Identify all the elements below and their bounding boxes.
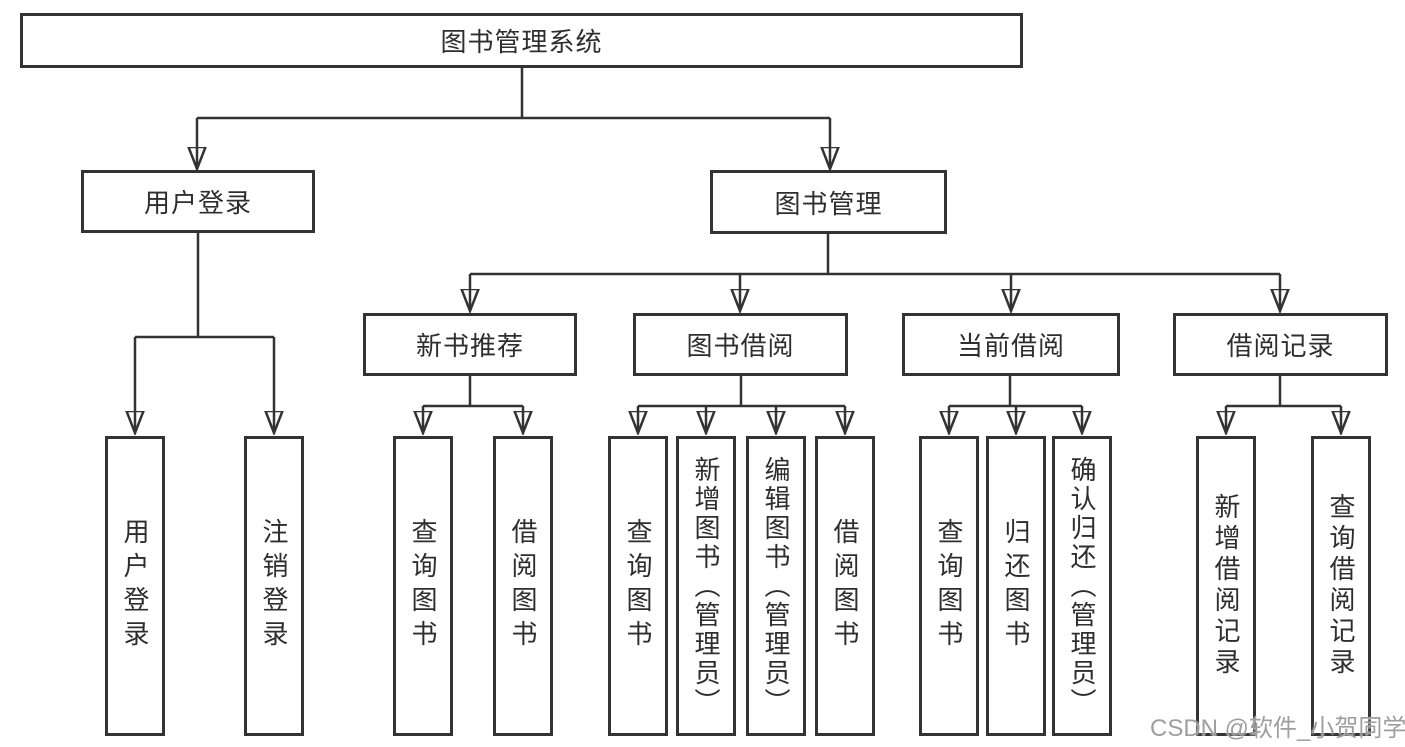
node-label: 用户登录 xyxy=(120,518,150,654)
node-label: 当前借阅 xyxy=(956,331,1065,361)
node-label: 图书管理 xyxy=(774,188,883,219)
edge-borrow-records-children xyxy=(1226,376,1341,432)
node-label: 归还图书 xyxy=(1001,518,1031,654)
watermark: CSDN @软件_小贺同学 xyxy=(1150,715,1405,742)
node-label: 确认归还（管理员） xyxy=(1067,455,1097,717)
node-label: 新增借阅记录 xyxy=(1211,493,1241,679)
node-query-books-recommend: 查询图书 xyxy=(393,436,453,736)
node-label: 新增图书（管理员） xyxy=(691,455,721,717)
node-label: 借阅记录 xyxy=(1226,331,1335,361)
node-label: 借阅图书 xyxy=(830,518,860,654)
node-label: 查询图书 xyxy=(408,518,438,654)
node-label: 新书推荐 xyxy=(415,331,524,361)
node-new-book-recommend: 新书推荐 xyxy=(363,313,577,376)
node-label: 注销登录 xyxy=(259,518,289,654)
node-library-system: 图书管理系统 xyxy=(20,13,1023,68)
node-borrow-books-action: 借阅图书 xyxy=(815,436,875,736)
node-borrow-records: 借阅记录 xyxy=(1173,313,1388,376)
edge-new-book-children xyxy=(423,376,523,432)
node-query-books-current: 查询图书 xyxy=(919,436,979,736)
node-user-login-action: 用户登录 xyxy=(105,436,165,736)
node-label: 查询借阅记录 xyxy=(1326,493,1356,679)
node-label: 用户登录 xyxy=(143,188,252,218)
node-current-borrow: 当前借阅 xyxy=(902,313,1120,376)
edge-user-login-children xyxy=(135,233,274,432)
node-add-borrow-record: 新增借阅记录 xyxy=(1196,436,1256,736)
node-query-books-borrow: 查询图书 xyxy=(608,436,668,736)
node-query-borrow-record: 查询借阅记录 xyxy=(1311,436,1371,736)
node-logout-action: 注销登录 xyxy=(244,436,304,736)
node-label: 图书管理系统 xyxy=(440,27,603,57)
node-user-login: 用户登录 xyxy=(81,170,315,233)
node-label: 图书借阅 xyxy=(686,331,795,361)
edge-book-management-children xyxy=(470,234,1280,310)
node-book-borrow: 图书借阅 xyxy=(633,313,848,376)
node-label: 查询图书 xyxy=(934,518,964,654)
node-label: 编辑图书（管理员） xyxy=(761,455,791,717)
node-confirm-return-admin: 确认归还（管理员） xyxy=(1052,436,1112,736)
node-book-management: 图书管理 xyxy=(710,170,947,234)
node-return-books: 归还图书 xyxy=(986,436,1046,736)
node-edit-books-admin: 编辑图书（管理员） xyxy=(746,436,806,736)
node-add-books-admin: 新增图书（管理员） xyxy=(676,436,736,736)
node-label: 借阅图书 xyxy=(508,518,538,654)
edge-current-borrow-children xyxy=(949,376,1082,432)
edge-root-to-level2 xyxy=(197,68,830,168)
node-label: 查询图书 xyxy=(623,518,653,654)
node-borrow-books-recommend: 借阅图书 xyxy=(493,436,553,736)
edge-book-borrow-children xyxy=(638,376,845,432)
